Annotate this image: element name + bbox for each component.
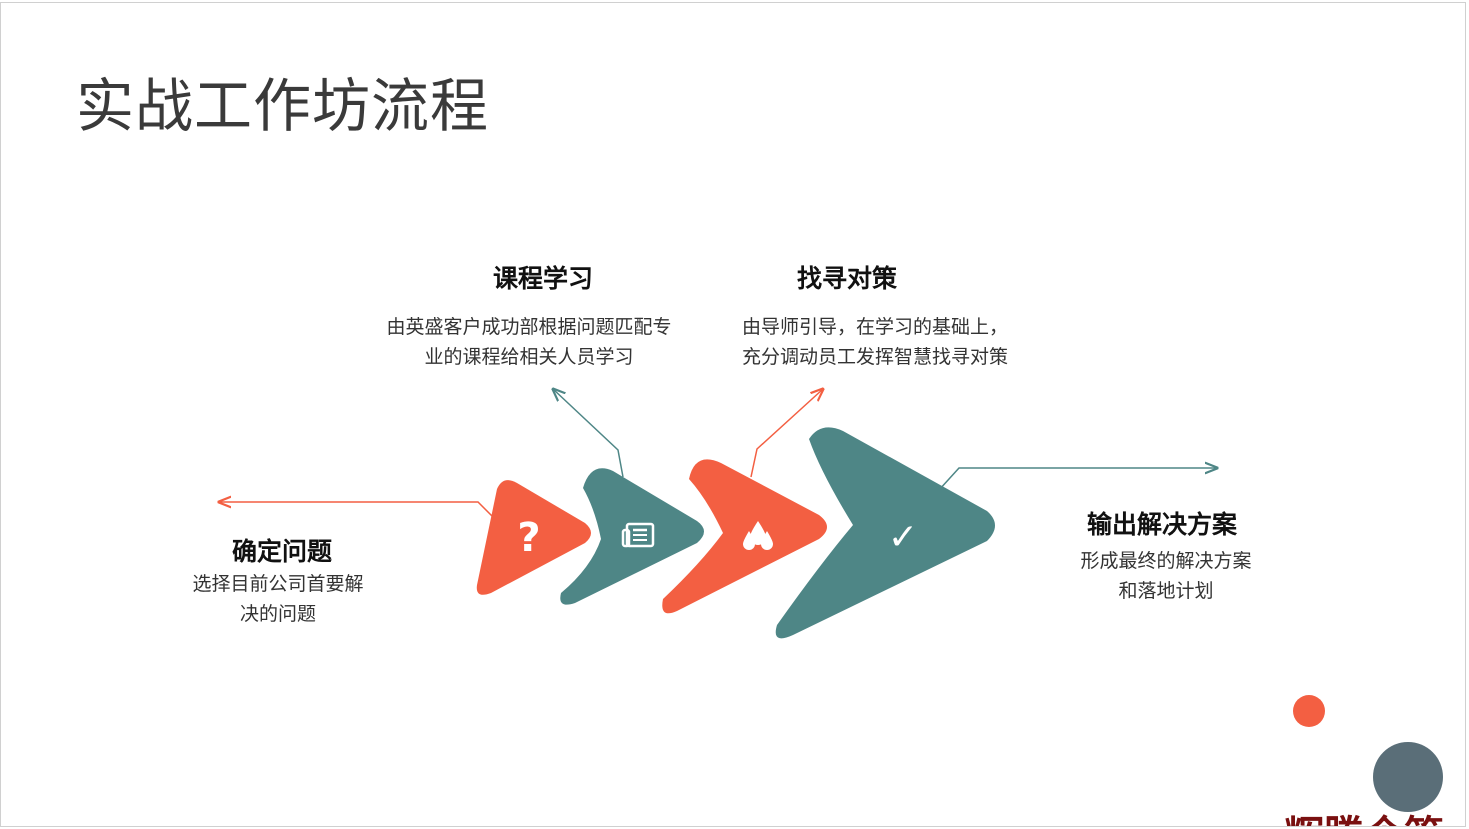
- step-3-title: 找寻对策: [796, 264, 897, 293]
- brand-watermark: 辉腾企管: [1284, 803, 1444, 826]
- step-4-title: 输出解决方案: [1086, 510, 1237, 539]
- connector-line-4: [938, 468, 1217, 491]
- step-2-desc-line-1: 由英盛客户成功部根据问题匹配专: [386, 316, 672, 338]
- connector-line-3: [750, 389, 823, 478]
- step-shape-2: [560, 468, 704, 605]
- step-3-desc-line-2: 充分调动员工发挥智慧找寻对策: [741, 346, 1008, 368]
- step-shape-4: [775, 427, 995, 639]
- connector-line-1: [219, 502, 497, 521]
- check-icon: ✓: [888, 517, 918, 558]
- drops-icon: [743, 521, 773, 550]
- newspaper-icon: [621, 522, 655, 548]
- step-2-desc-line-2: 业的课程给相关人员学习: [424, 346, 634, 368]
- decorative-dot-slate: [1373, 742, 1443, 812]
- step-1-desc-line-2: 决的问题: [239, 603, 316, 625]
- page-title: 实战工作坊流程: [76, 72, 490, 140]
- step-shape-3: [662, 459, 827, 614]
- step-1-desc-line-1: 选择目前公司首要解: [192, 573, 364, 595]
- decorative-dot-orange: [1293, 695, 1325, 727]
- step-shape-1: [476, 480, 591, 595]
- step-4-desc-line-1: 形成最终的解决方案: [1080, 550, 1252, 572]
- step-4-desc-line-2: 和落地计划: [1118, 580, 1214, 602]
- connector-line-2: [553, 389, 624, 478]
- svg-text:?: ?: [517, 515, 540, 561]
- step-2-title: 课程学习: [492, 264, 593, 293]
- question-icon: ?: [517, 515, 540, 561]
- process-diagram: ? ✓: [1, 3, 1466, 639]
- step-3-desc-line-1: 由导师引导，在学习的基础上，: [741, 316, 1008, 338]
- step-1-title: 确定问题: [231, 537, 332, 566]
- svg-text:✓: ✓: [888, 517, 918, 558]
